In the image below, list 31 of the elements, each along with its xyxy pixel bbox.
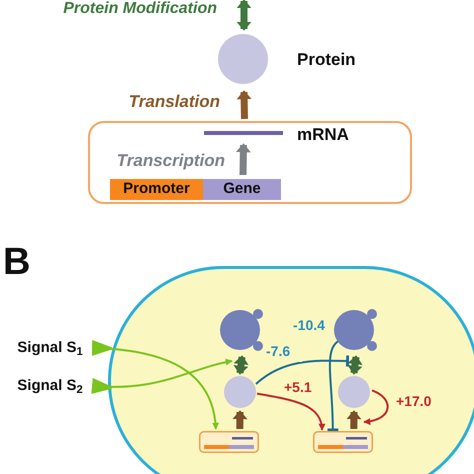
- gene-construct: [199, 431, 259, 453]
- mrna-bar: [204, 131, 283, 135]
- gene-frame: [88, 121, 412, 204]
- node-label: Protein: [297, 49, 356, 71]
- modified-protein-shape: [218, 306, 266, 354]
- edge-label: Protein Modification: [62, 0, 217, 18]
- node-label: mRNA: [297, 124, 349, 146]
- edge-label: +17.0: [396, 392, 432, 411]
- arrow: [350, 355, 360, 375]
- signal-label: Signal S$_{1}$: [10, 336, 90, 360]
- arrow: [92, 340, 219, 430]
- gene-construct: [313, 431, 373, 453]
- arrow: [240, 0, 248, 31]
- signal-label: Signal S$_{2}$: [10, 374, 90, 398]
- arrow: [238, 143, 248, 176]
- edge-label: +5.1: [284, 378, 313, 397]
- gene-box: Gene: [203, 179, 281, 200]
- arrow: [363, 389, 388, 425]
- edge-label: -10.4: [293, 316, 326, 335]
- arrow: [235, 410, 244, 430]
- arrow: [236, 355, 246, 375]
- modified-protein-shape: [332, 306, 380, 354]
- edge-label: Translation: [128, 91, 220, 113]
- arrow: [92, 358, 233, 394]
- cell-outline: [108, 266, 474, 474]
- arrow: [256, 392, 325, 431]
- panel-letter: B: [3, 240, 30, 284]
- arrow: [240, 90, 249, 120]
- arrow: [349, 410, 358, 430]
- edge-label: Transcription: [116, 150, 225, 172]
- promoter-box: Promoter: [110, 179, 203, 200]
